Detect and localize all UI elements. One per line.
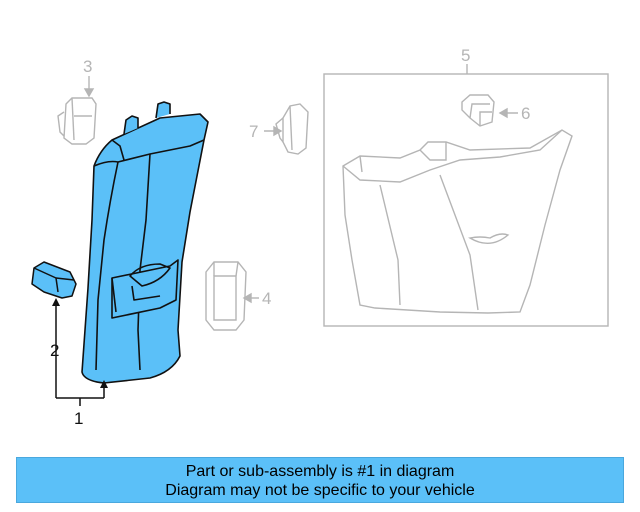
part1-pillar-body (81, 113, 209, 384)
part5-trim-panel (342, 129, 573, 314)
callout-3: 3 (83, 57, 92, 76)
callout-2: 2 (50, 341, 59, 360)
part7-clip (264, 103, 309, 155)
callout-7: 7 (249, 122, 258, 141)
part5-frame (323, 73, 609, 327)
part2-arrowhead (52, 298, 60, 306)
part3-clip (57, 76, 97, 145)
part1-arrowhead (100, 380, 108, 388)
callout-4: 4 (262, 289, 271, 308)
part4-clip (205, 261, 259, 331)
part2-clip (31, 261, 77, 299)
callout-6: 6 (521, 104, 530, 123)
caption-line-1: Part or sub-assembly is #1 in diagram (185, 463, 455, 480)
part6-clip (461, 94, 518, 127)
part5-assembly-group (323, 64, 609, 327)
part1-pillar-trim (81, 101, 209, 384)
parts-diagram: 1 2 3 4 5 6 7 (31, 46, 609, 428)
caption-banner: Part or sub-assembly is #1 in diagram Di… (16, 457, 624, 503)
callout-5: 5 (461, 46, 470, 65)
caption-line-2: Diagram may not be specific to your vehi… (165, 482, 475, 499)
callout-1: 1 (74, 409, 83, 428)
